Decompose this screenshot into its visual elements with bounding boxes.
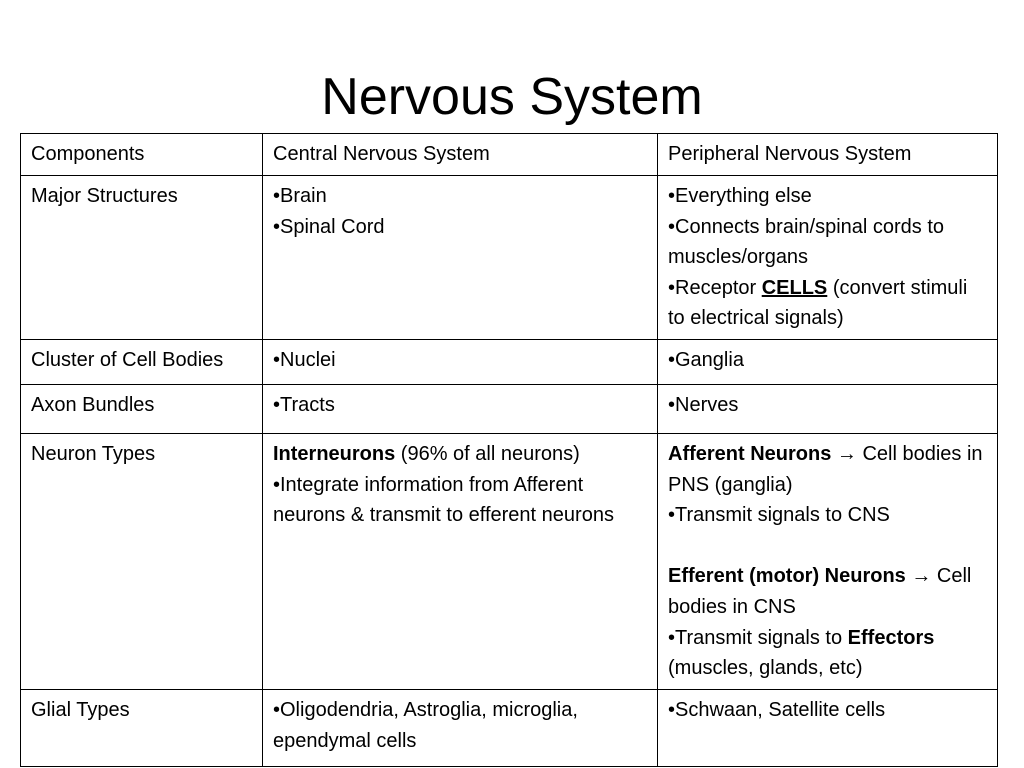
receptor-prefix: •Receptor <box>668 276 762 299</box>
pns-structure-connects: •Connects brain/spinal cords to muscles/… <box>668 215 945 269</box>
row-label-major-structures: Major Structures <box>20 175 263 340</box>
efferent-cell-bodies: Cell bodies in CNS <box>668 565 972 618</box>
cell-neuron-pns: Afferent Neurons → Cell bodies in PNS (g… <box>657 433 998 690</box>
cell-major-cns: •Brain •Spinal Cord <box>262 175 658 340</box>
cell-cluster-cns: •Nuclei <box>262 339 658 385</box>
cell-cluster-pns: •Ganglia <box>657 339 998 385</box>
cns-structure-spinal-cord: •Spinal Cord <box>273 215 385 238</box>
table-row-glial-types: Glial Types •Oligodendria, Astroglia, mi… <box>20 689 998 767</box>
efferent-transmit-suffix: (muscles, glands, etc) <box>668 657 863 680</box>
afferent-cell-bodies: Cell bodies in PNS (ganglia) <box>668 443 983 496</box>
afferent-line: Afferent Neurons → Cell bodies in PNS (g… <box>668 439 987 500</box>
table-row-major-structures: Major Structures •Brain •Spinal Cord •Ev… <box>20 175 998 340</box>
header-cell-components: Components <box>20 133 263 176</box>
interneurons-percent: (96% of all neurons) <box>395 443 580 465</box>
cell-major-pns: •Everything else •Connects brain/spinal … <box>657 175 998 340</box>
afferent-emphasis: Afferent Neurons <box>668 443 837 465</box>
cell-axon-pns: •Nerves <box>657 384 998 434</box>
cell-glial-pns: •Schwaan, Satellite cells <box>657 689 998 767</box>
interneurons-line: Interneurons (96% of all neurons) <box>273 439 647 470</box>
cells-emphasis: CELLS <box>761 276 828 299</box>
cell-axon-cns: •Tracts <box>262 384 658 434</box>
spacer <box>668 531 987 562</box>
row-label-cluster: Cluster of Cell Bodies <box>20 339 263 385</box>
table-row-axon-bundles: Axon Bundles •Tracts •Nerves <box>20 384 998 434</box>
arrow-right-icon: → <box>911 565 932 588</box>
table-row-cluster-of-cell-bodies: Cluster of Cell Bodies •Nuclei •Ganglia <box>20 339 998 385</box>
cell-neuron-cns: Interneurons (96% of all neurons) •Integ… <box>262 433 658 690</box>
header-cell-pns: Peripheral Nervous System <box>657 133 998 176</box>
table-header-row: Components Central Nervous System Periph… <box>20 133 998 176</box>
interneurons-description: •Integrate information from Afferent neu… <box>273 473 614 527</box>
table-row-neuron-types: Neuron Types Interneurons (96% of all ne… <box>20 433 998 690</box>
efferent-line: Efferent (motor) Neurons → Cell bodies i… <box>668 561 987 622</box>
cell-glial-cns: •Oligodendria, Astroglia, microglia, epe… <box>262 689 658 767</box>
efferent-transmit: •Transmit signals to Effectors (muscles,… <box>668 623 987 684</box>
efferent-emphasis: Efferent (motor) Neurons <box>668 565 912 588</box>
row-label-neuron-types: Neuron Types <box>20 433 263 690</box>
receptor-suffix: (convert stimuli to electrical signals) <box>668 276 968 330</box>
effectors-emphasis: Effectors <box>847 626 935 649</box>
arrow-right-icon: → <box>836 443 857 465</box>
row-label-glial-types: Glial Types <box>20 689 263 767</box>
slide-title: Nervous System <box>321 68 703 126</box>
comparison-table: Components Central Nervous System Periph… <box>20 133 998 767</box>
afferent-transmit: •Transmit signals to CNS <box>668 504 890 527</box>
pns-structure-everything-else: •Everything else <box>668 185 812 207</box>
pns-structure-receptor-cells: •Receptor CELLS (convert stimuli to elec… <box>668 273 987 334</box>
cns-structure-brain: •Brain <box>273 185 327 207</box>
interneurons-emphasis: Interneurons <box>273 443 396 465</box>
row-label-axon-bundles: Axon Bundles <box>20 384 263 434</box>
efferent-transmit-prefix: •Transmit signals to <box>668 626 848 649</box>
header-cell-cns: Central Nervous System <box>262 133 658 176</box>
